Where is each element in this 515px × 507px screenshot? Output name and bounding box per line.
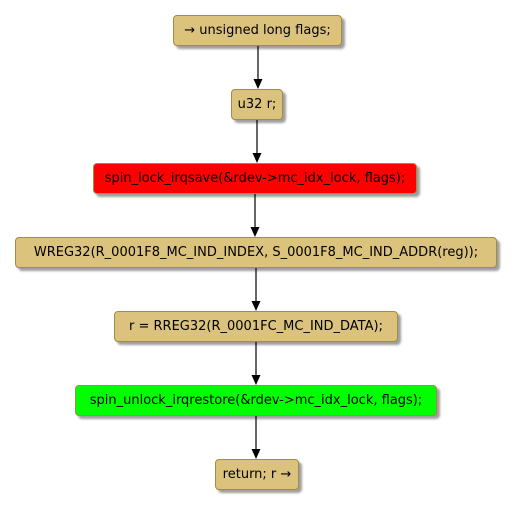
node-spin-unlock-irqrestore: spin_unlock_irqrestore(&rdev->mc_idx_loc… [75,385,437,416]
arrowhead-icon [253,79,263,89]
node-unsigned-long-flags: → unsigned long flags; [173,15,342,46]
arrowhead-icon [251,375,261,385]
arrowhead-icon [251,301,261,311]
arrowhead-icon [251,449,261,459]
arrowhead-icon [250,227,260,237]
node-u32-r: u32 r; [231,89,283,120]
arrowhead-icon [252,153,262,163]
node-spin-lock-irqsave: spin_lock_irqsave(&rdev->mc_idx_lock, fl… [93,163,417,194]
node-rreg32: r = RREG32(R_0001FC_MC_IND_DATA); [114,311,398,342]
node-wreg32: WREG32(R_0001F8_MC_IND_INDEX, S_0001F8_M… [15,237,497,268]
node-return: return; r → [215,459,299,490]
